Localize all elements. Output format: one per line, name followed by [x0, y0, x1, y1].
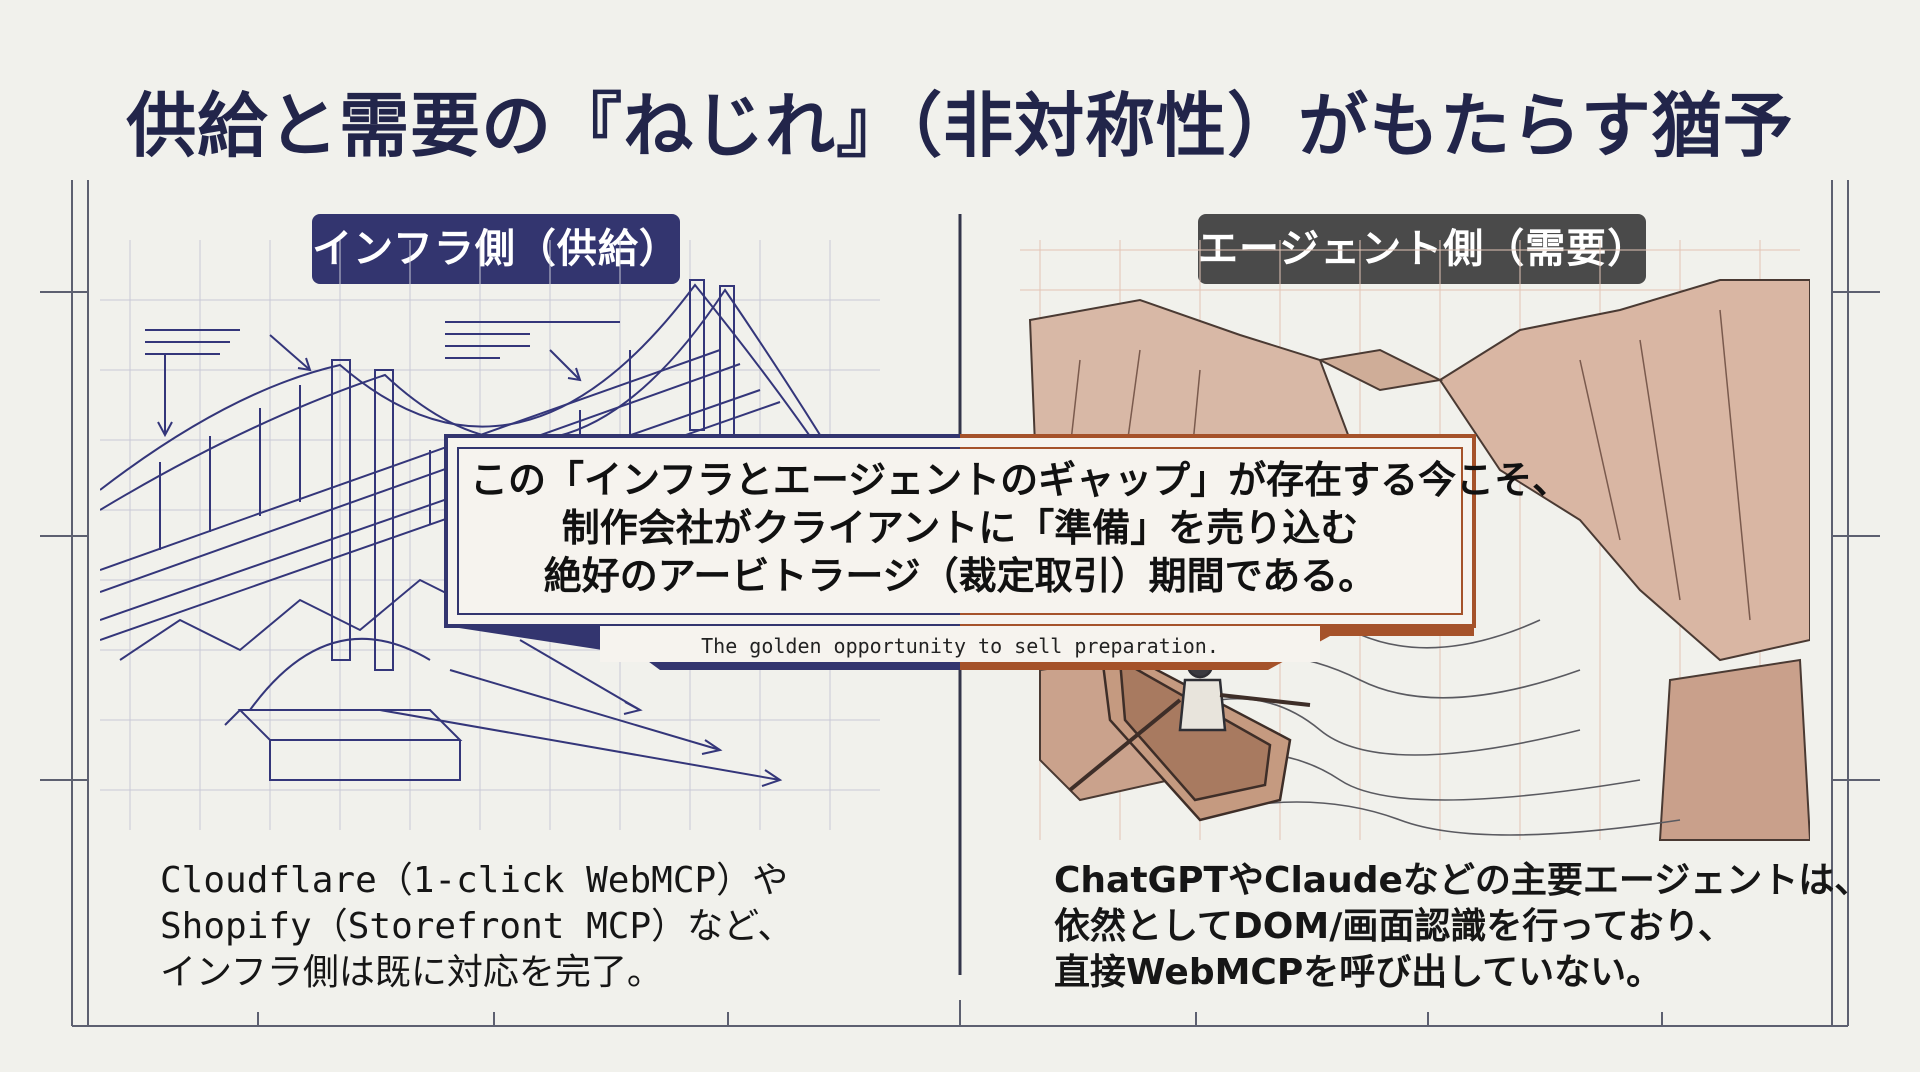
- callout-line: 絶好のアービトラージ（裁定取引）期間である。: [543, 554, 1377, 598]
- callout-line: この「インフラとエージェントのギャップ」が存在する今こそ、: [470, 458, 1571, 502]
- callout-line: 制作会社がクライアントに「準備」を売り込む: [561, 506, 1359, 550]
- page-title: 供給と需要の『ねじれ』（非対称性）がもたらす猶予: [126, 85, 1794, 167]
- demand-side-label: エージェント側（需要）: [1198, 214, 1647, 284]
- supply-side-label: インフラ側（供給）: [312, 214, 680, 284]
- callout-subtitle: The golden opportunity to sell preparati…: [701, 634, 1219, 658]
- callout-message: この「インフラとエージェントのギャップ」が存在する今こそ、 制作会社がクライアン…: [470, 456, 1571, 600]
- caption-line: インフラ側は既に対応を完了。: [160, 952, 663, 993]
- caption-line: ChatGPTやClaudeなどの主要エージェントは、: [1054, 860, 1871, 901]
- caption-line: 直接WebMCPを呼び出していない。: [1054, 952, 1663, 993]
- caption-line: 依然としてDOM/画面認識を行っており、: [1054, 906, 1735, 947]
- demand-side-caption: ChatGPTやClaudeなどの主要エージェントは、 依然としてDOM/画面認…: [1054, 858, 1870, 996]
- caption-line: Shopify（Storefront MCP）など、: [160, 906, 794, 947]
- supply-side-caption: Cloudflare（1-click WebMCP）や Shopify（Stor…: [160, 858, 793, 996]
- caption-line: Cloudflare（1-click WebMCP）や: [160, 860, 789, 901]
